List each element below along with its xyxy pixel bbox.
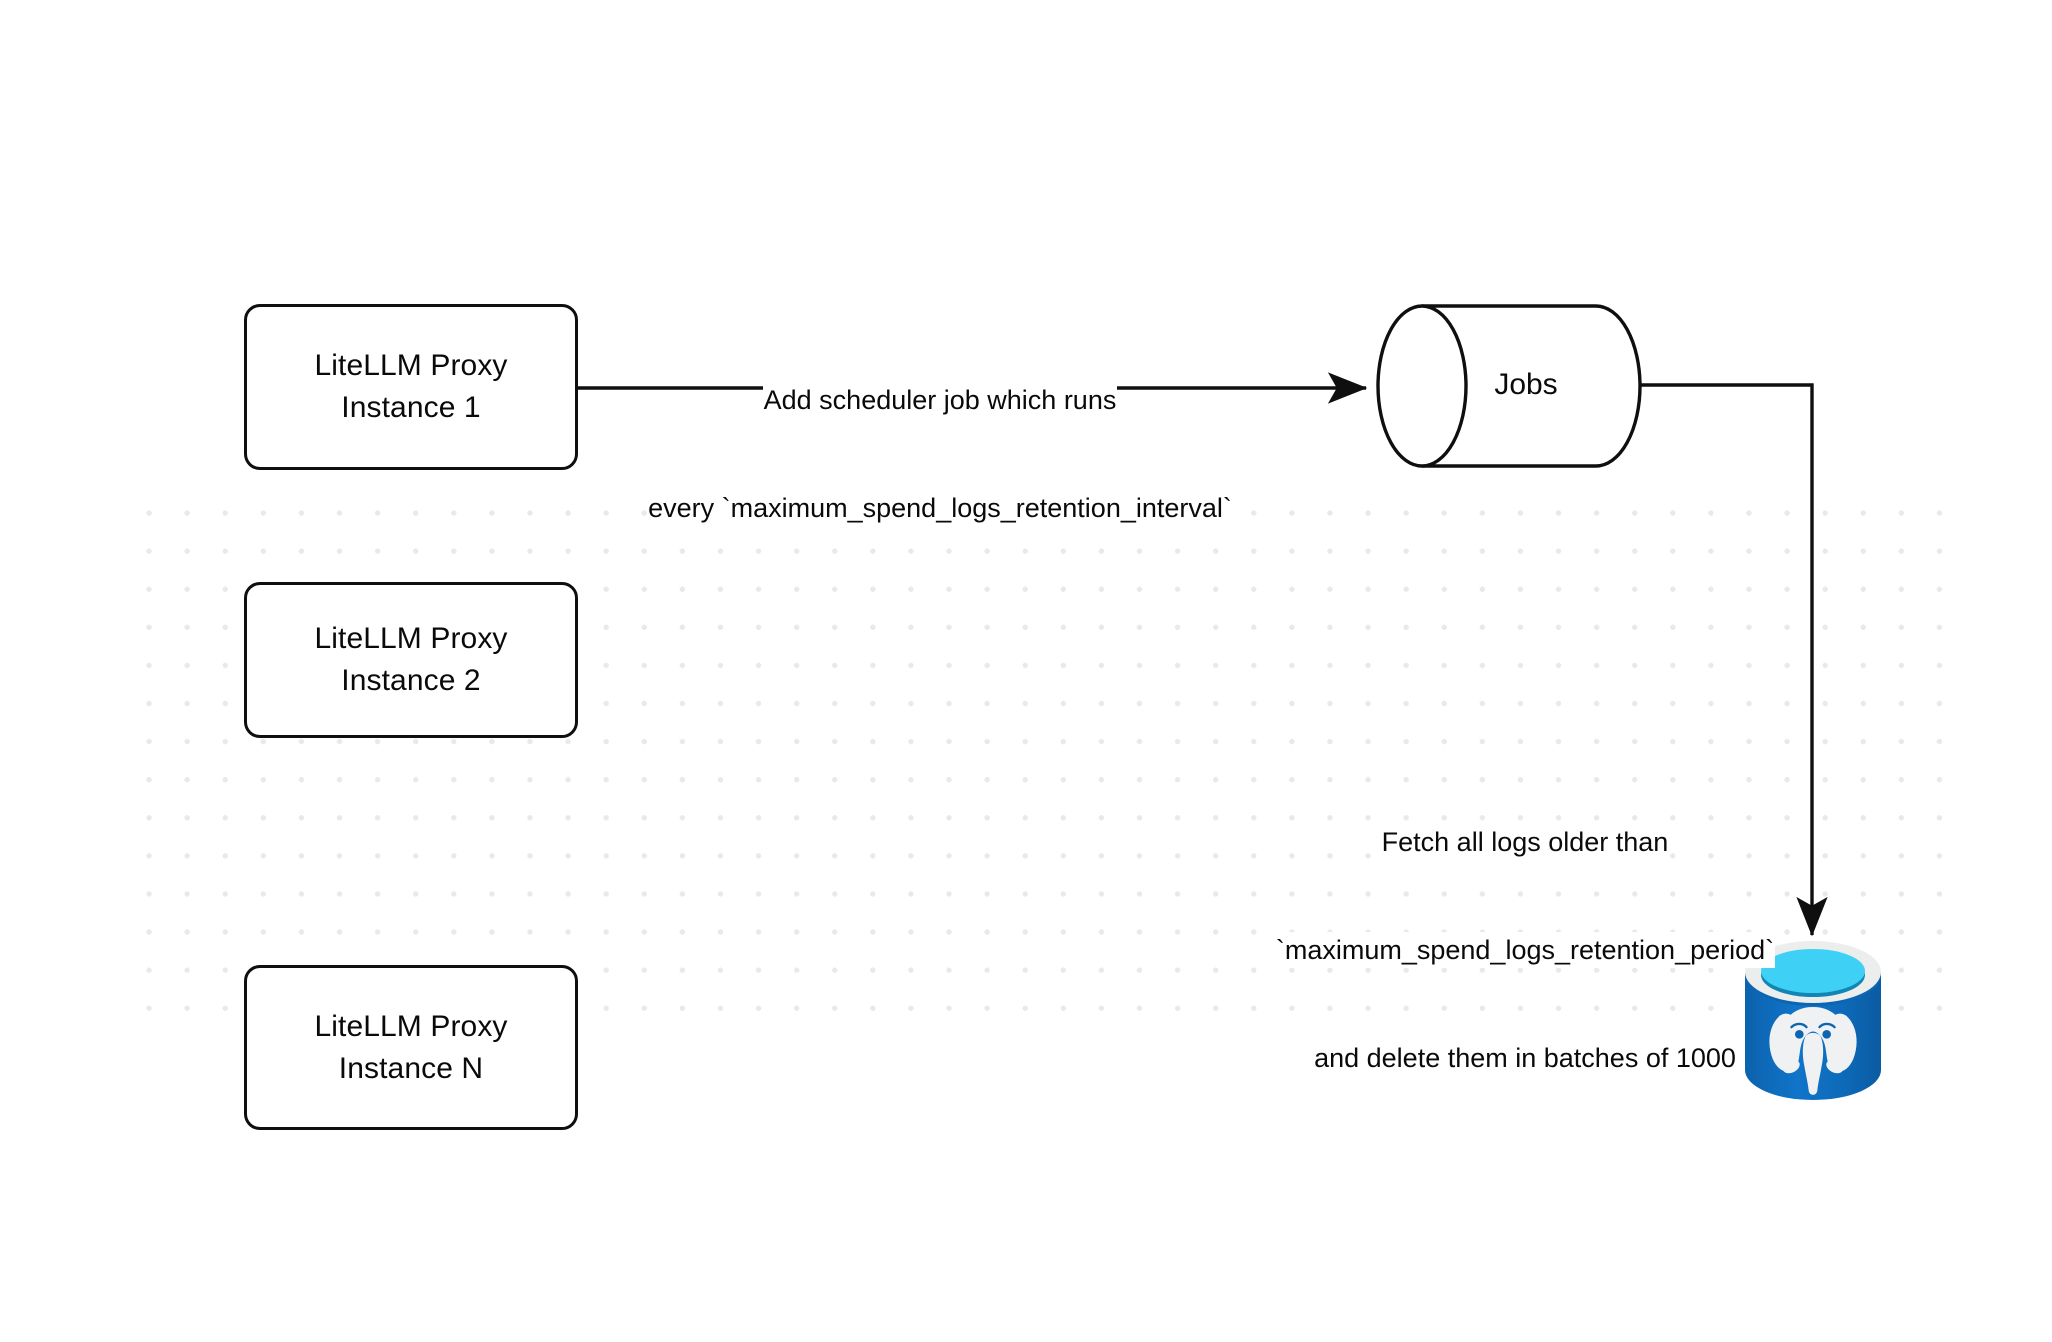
jobs-cylinder-shape <box>1376 304 1642 468</box>
postgres-database-shape <box>1745 941 1881 1100</box>
edge-label-line: `maximum_spend_logs_retention_period` <box>1274 932 1776 968</box>
jobs-cylinder-label: Jobs <box>1494 368 1558 401</box>
litellm-proxy-instance-1[interactable]: LiteLLM Proxy Instance 1 <box>244 304 578 470</box>
edge-label-delete-logs: Fetch all logs older than `maximum_spend… <box>1245 752 1805 1148</box>
edge-label-line: every `maximum_spend_logs_retention_inte… <box>647 490 1233 526</box>
edge-label-line: Fetch all logs older than <box>1380 824 1670 860</box>
postgres-elephant-icon <box>1769 1007 1857 1095</box>
litellm-proxy-instance-n[interactable]: LiteLLM Proxy Instance N <box>244 965 578 1130</box>
edge-label-scheduler: Add scheduler job which runs every `maxi… <box>600 310 1280 598</box>
edge-label-line: Add scheduler job which runs <box>762 382 1118 418</box>
node-label: LiteLLM Proxy Instance 2 <box>314 622 508 697</box>
litellm-proxy-instance-2[interactable]: LiteLLM Proxy Instance 2 <box>244 582 578 738</box>
connector-jobs-postgres <box>1596 383 1828 937</box>
node-label: LiteLLM Proxy Instance N <box>314 1009 508 1085</box>
node-label: LiteLLM Proxy Instance 1 <box>314 349 508 424</box>
edge-label-line: and delete them in batches of 1000 <box>1313 1040 1737 1076</box>
